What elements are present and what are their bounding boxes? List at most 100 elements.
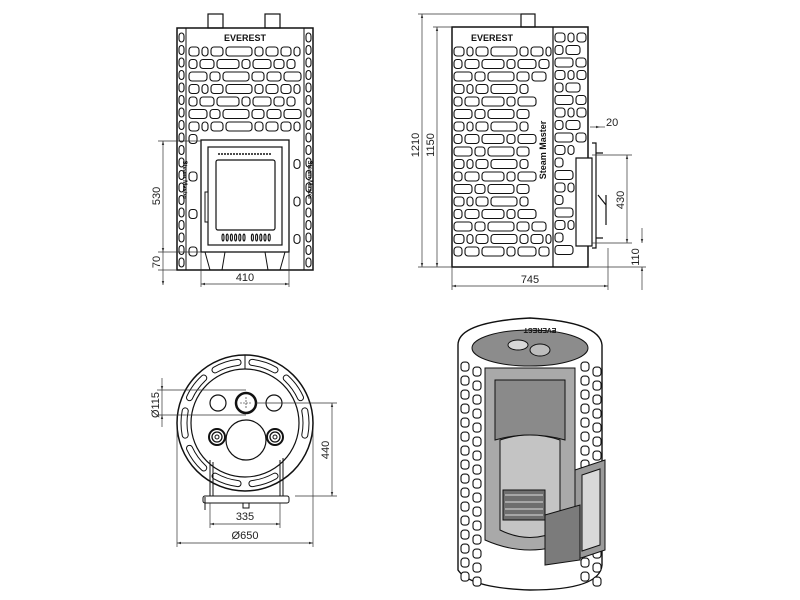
shell-cutout xyxy=(472,450,482,461)
brick-cutout xyxy=(305,169,312,181)
brick-cutout xyxy=(201,83,209,95)
shell-cutout xyxy=(460,431,470,442)
dim-front-door-height: 530 xyxy=(151,187,163,205)
brick-cutout xyxy=(188,83,200,95)
top-spiral-left xyxy=(208,428,226,446)
brick-cutout xyxy=(487,71,515,82)
brick-cutout xyxy=(188,171,198,182)
brick-cutout xyxy=(188,208,198,220)
vent-slot xyxy=(259,233,263,242)
brick-cutout xyxy=(305,82,312,93)
brick-cutout xyxy=(565,82,581,93)
door-handle xyxy=(204,191,209,223)
brick-cutout xyxy=(210,121,224,132)
vent-slot xyxy=(267,233,271,242)
dim-side-depth: 745 xyxy=(521,274,539,286)
shell-cutout xyxy=(592,562,602,573)
shell-cutout xyxy=(472,520,482,531)
vent-slot xyxy=(242,233,246,242)
brick-cutout xyxy=(516,71,530,82)
brick-cutout xyxy=(519,121,529,132)
side-body xyxy=(451,26,589,268)
brick-cutout xyxy=(178,119,185,131)
brick-cutout xyxy=(554,157,564,168)
shell-cutout xyxy=(472,492,482,503)
brick-cutout xyxy=(487,221,515,232)
shell-cutout xyxy=(592,394,602,405)
shell-cutout xyxy=(472,380,482,391)
brick-cutout xyxy=(305,107,312,118)
brick-cutout xyxy=(554,219,566,231)
shell-cutout xyxy=(472,436,482,447)
brick-cutout xyxy=(254,46,264,57)
shell-cutout xyxy=(472,464,482,475)
dim-front-door-width: 410 xyxy=(236,272,254,284)
brick-cutout xyxy=(567,144,575,156)
shell-cutout xyxy=(472,506,482,517)
brick-cutout xyxy=(305,157,312,168)
brick-cutout xyxy=(575,94,587,106)
brick-cutout xyxy=(554,132,574,143)
brick-cutout xyxy=(464,246,480,257)
brick-cutout xyxy=(519,46,529,57)
brick-cutout xyxy=(453,108,473,120)
brick-cutout xyxy=(519,196,529,207)
brick-cutout xyxy=(475,233,489,245)
brick-cutout xyxy=(490,121,518,132)
brick-cutout xyxy=(280,121,292,132)
vent-slot xyxy=(255,233,259,242)
grill-slot xyxy=(302,408,309,438)
shell-cutout xyxy=(592,408,602,419)
shell-cutout xyxy=(460,529,470,540)
shell-cutout xyxy=(472,548,482,559)
shell-cutout xyxy=(472,478,482,489)
brick-cutout xyxy=(506,133,516,145)
brick-cutout xyxy=(293,83,301,95)
brick-cutout xyxy=(554,82,564,93)
brick-cutout xyxy=(188,133,198,145)
side-model-label: Steam Master xyxy=(538,120,548,179)
brick-cutout xyxy=(567,107,575,118)
brick-cutout xyxy=(530,233,544,245)
grill-slot xyxy=(212,473,241,487)
grill-slot xyxy=(181,408,188,438)
front-model-label-left: Steam Master xyxy=(181,160,187,200)
brick-cutout xyxy=(474,183,486,195)
brick-cutout xyxy=(554,107,566,118)
brick-cutout xyxy=(188,71,208,82)
brick-cutout xyxy=(554,194,564,206)
brick-cutout xyxy=(474,146,486,157)
shell-cutout xyxy=(460,417,470,428)
brick-cutout xyxy=(305,257,312,268)
brick-cutout xyxy=(293,46,301,57)
brick-cutout xyxy=(305,219,312,231)
brick-cutout xyxy=(487,183,515,195)
brick-cutout xyxy=(567,69,575,81)
shell-cutout xyxy=(580,403,590,414)
brick-cutout xyxy=(565,119,581,131)
brick-cutout xyxy=(490,46,518,57)
brick-cutout xyxy=(453,196,465,207)
brick-cutout xyxy=(305,32,312,43)
brick-cutout xyxy=(178,57,185,68)
brick-cutout xyxy=(199,96,215,107)
brick-cutout xyxy=(280,83,292,95)
brick-cutout xyxy=(481,58,505,70)
brick-cutout xyxy=(475,83,489,95)
brick-cutout xyxy=(178,182,185,193)
brick-cutout xyxy=(286,58,296,70)
brick-cutout xyxy=(305,182,312,193)
shell-cutout xyxy=(460,543,470,554)
shell-cutout xyxy=(592,576,602,587)
brick-cutout xyxy=(481,246,505,257)
shell-cutout xyxy=(472,576,482,587)
shell-cutout xyxy=(460,459,470,470)
shell-cutout xyxy=(592,380,602,391)
brick-cutout xyxy=(178,44,185,56)
brick-cutout xyxy=(241,96,251,107)
brick-cutout xyxy=(225,121,253,132)
brick-cutout xyxy=(210,83,224,95)
brick-cutout xyxy=(576,107,587,118)
grill-slot xyxy=(249,359,278,373)
brick-cutout xyxy=(252,96,272,107)
